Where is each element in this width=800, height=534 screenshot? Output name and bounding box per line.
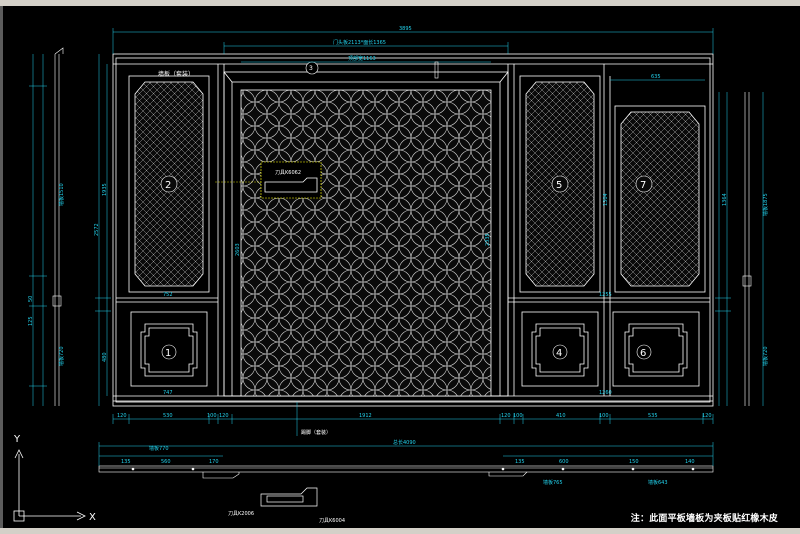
dim-bottom-sub-right2: 墙板643	[648, 479, 668, 486]
dim-top-total: 3895	[399, 26, 412, 32]
panel-label-5: 5	[556, 180, 562, 191]
frame-top-label: 墙板（套装）	[158, 70, 194, 78]
panel-label-1: 1	[165, 348, 171, 359]
panel-7[interactable]	[614, 105, 706, 293]
knife-label-2: 刀具K2006	[228, 511, 254, 517]
dim-bottom-sub-right1: 墙板765	[543, 479, 563, 486]
dim-left-height: 2572	[94, 223, 100, 236]
dim-bottom-3: 120	[219, 413, 229, 419]
panel-label-3: 3	[309, 65, 313, 72]
panel-label-2: 2	[165, 180, 171, 191]
window-titlebar	[0, 0, 800, 6]
right-section	[742, 92, 752, 406]
right-dimensions	[715, 92, 764, 406]
top-marker	[434, 61, 439, 79]
plan-view	[98, 465, 714, 479]
dim-bottom-total: 总长4090	[393, 439, 416, 446]
dim-plan-1: 560	[161, 459, 171, 465]
dim-bottom-1: 530	[163, 413, 173, 419]
dim-bottom-0: 120	[117, 413, 127, 419]
dim-plan-0: 135	[121, 459, 131, 465]
molding-callout: 刀具K6062	[215, 161, 322, 199]
axis-x-label: X	[89, 512, 96, 523]
left-section	[52, 47, 64, 406]
dim-center-right: 2335	[485, 233, 491, 246]
dim-right-wall2: 墙板720	[762, 346, 769, 366]
panel-4[interactable]	[521, 311, 599, 387]
panel-1[interactable]	[130, 311, 208, 387]
dim-right-panel-h: 1304	[603, 193, 609, 206]
dim-left-lower3: 50	[28, 296, 34, 302]
dim-bottom-9: 535	[648, 413, 658, 419]
dim-bottom-sub-left: 墙板770	[149, 445, 169, 452]
knife-label-3: 刀具K6004	[319, 518, 345, 524]
panel-label-6: 6	[640, 348, 646, 359]
dim-right-h1: 1255	[599, 292, 612, 298]
panel-6[interactable]	[612, 311, 700, 387]
center-quilted-panel[interactable]	[240, 89, 492, 397]
dim-bottom-6: 100	[513, 413, 523, 419]
panel-2[interactable]	[128, 75, 210, 293]
dim-plan-3: 135	[515, 459, 525, 465]
dim-bottom-8: 100	[599, 413, 609, 419]
dim-plan-2: 170	[209, 459, 219, 465]
dim-plan-5: 150	[629, 459, 639, 465]
panel-label-7: 7	[640, 180, 646, 191]
dim-left-lower1: 480	[102, 352, 108, 362]
dim-plan-4: 600	[559, 459, 569, 465]
status-bar	[0, 528, 800, 534]
dim-bottom-2: 100	[207, 413, 217, 419]
dim-right-h2: 1260	[599, 390, 612, 396]
dim-left-upper: 1935	[102, 183, 108, 196]
dim-left-wall: 墙板1510	[58, 183, 65, 206]
axis-y-label: Y	[13, 434, 21, 445]
dim-right-wall: 墙板1875	[762, 193, 769, 216]
ucs-axis-icon	[13, 449, 86, 522]
plan-dimensions	[98, 442, 714, 466]
dim-top-sub: 门头板2113*面长1365	[333, 39, 386, 46]
panel-5[interactable]	[519, 75, 601, 293]
dim-bottom-7: 410	[556, 413, 566, 419]
dim-center-height: 2603	[235, 243, 241, 256]
dim-right-outer-h: 1364	[722, 193, 728, 206]
top-dimensions	[112, 28, 714, 81]
dim-center-top: 顶部宽1163	[348, 55, 376, 62]
dim-plan-6: 140	[685, 459, 695, 465]
left-dimensions	[29, 54, 111, 406]
base-label: 踢脚（套装）	[301, 429, 331, 436]
dim-left-mid: 752	[163, 292, 173, 298]
dim-right-top: 635	[651, 74, 661, 80]
dim-left-bottom: 747	[163, 390, 173, 396]
window-frame	[0, 6, 3, 528]
bottom-dimensions	[112, 402, 714, 436]
dim-left-lower2: 125	[28, 316, 34, 326]
dim-bottom-4: 1912	[359, 413, 372, 419]
dim-left-wall2: 墙板720	[58, 346, 65, 366]
cad-drawing-canvas[interactable]: 1 2 4 5 6 7 3 刀具K6062 3895 门头板2113*面长136…	[3, 6, 800, 528]
drawing-note: 注：此面平板墙板为夹板贴红橡木皮	[630, 514, 778, 524]
dim-bottom-5: 120	[501, 413, 511, 419]
knife-label-1: 刀具K6062	[275, 170, 301, 176]
panel-label-4: 4	[556, 348, 562, 359]
profile-detail	[260, 487, 318, 507]
dim-bottom-10: 120	[702, 413, 712, 419]
